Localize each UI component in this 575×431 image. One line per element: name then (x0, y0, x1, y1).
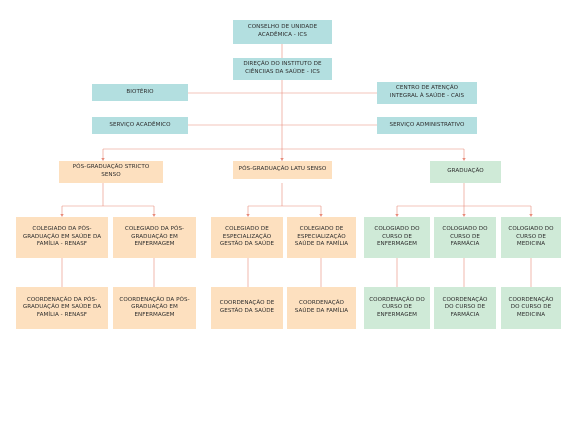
coordenacao-farmacia-box: COORDENAÇÃO DO CURSO DE FARMÁCIA (434, 287, 496, 329)
colegiado-medicina-box: COLOGIADO DO CURSO DE MEDICINA (501, 217, 561, 258)
arrow-head (60, 214, 64, 217)
coordenacao-familia-box: COORDENAÇÃO SAÚDE DA FAMÍLIA (287, 287, 356, 329)
bioterio-box: BIOTÉRIO (92, 84, 188, 101)
coordenacao-gestao-box: COORDENAÇÃO DE GESTÃO DA SAÚDE (211, 287, 283, 329)
arrow-head (462, 158, 466, 161)
arrow-head (462, 214, 466, 217)
arrow-head (246, 214, 250, 217)
arrow-head (395, 214, 399, 217)
colegiado-esp-gestao-box: COLEGIADO DE ESPECIALIZAÇÃO GESTÃO DA SA… (211, 217, 283, 258)
arrow-head (319, 214, 323, 217)
arrow-head (529, 214, 533, 217)
pos-stricto-box: PÓS-GRADUAÇÃO STRICTO SENSO (59, 161, 163, 183)
coordenacao-medicina-box: COORDENAÇÃO DO CURSO DE MEDICINA (501, 287, 561, 329)
arrow-head (152, 214, 156, 217)
colegiado-farmacia-box: COLOGIADO DO CURSO DE FARMÁCIA (434, 217, 496, 258)
pos-latu-box: PÓS-GRADUAÇÃO LATU SENSO (233, 161, 332, 179)
servico-academico-box: SERVIÇO ACADÊMICO (92, 117, 188, 134)
colegiado-pos-enfermagem-box: COLEGIADO DA PÓS-GRADUAÇÃO EM ENFERMAGEM (113, 217, 196, 258)
coordenacao-pos-enfermagem-box: COORDENAÇÃO DA PÓS-GRADUAÇÃO EM ENFERMAG… (113, 287, 196, 329)
coordenacao-renasf-box: COORDENAÇÃO DA PÓS-GRADUAÇÃO EM SAÚDE DA… (16, 287, 108, 329)
colegiado-esp-familia-box: COLEGIADO DE ESPECIALIZAÇÃO SAÚDE DA FAM… (287, 217, 356, 258)
conselho-box: CONSELHO DE UNIDADE ACADÊMICA - ICS (233, 20, 332, 44)
coordenacao-enfermagem-box: COORDENAÇÃO DO CURSO DE ENFERMAGEM (364, 287, 430, 329)
direcao-box: DIREÇÃO DO INSTITUTO DE CIÊNCIIAS DA SAÚ… (233, 58, 332, 80)
servico-administrativo-box: SERVIÇO ADMINISTRATIVO (377, 117, 477, 134)
colegiado-enfermagem-box: COLOGIADO DO CURSO DE ENFERMAGEM (364, 217, 430, 258)
arrow-head (101, 158, 105, 161)
graduacao-box: GRADUAÇÃO (430, 161, 501, 183)
colegiado-renasf-box: COLEGIADO DA PÓS-GRADUAÇÃO EM SAÚDE DA F… (16, 217, 108, 258)
cais-box: CENTRO DE ATENÇÃO INTEGRAL À SAÚDE - CAI… (377, 82, 477, 104)
arrow-head (280, 158, 284, 161)
